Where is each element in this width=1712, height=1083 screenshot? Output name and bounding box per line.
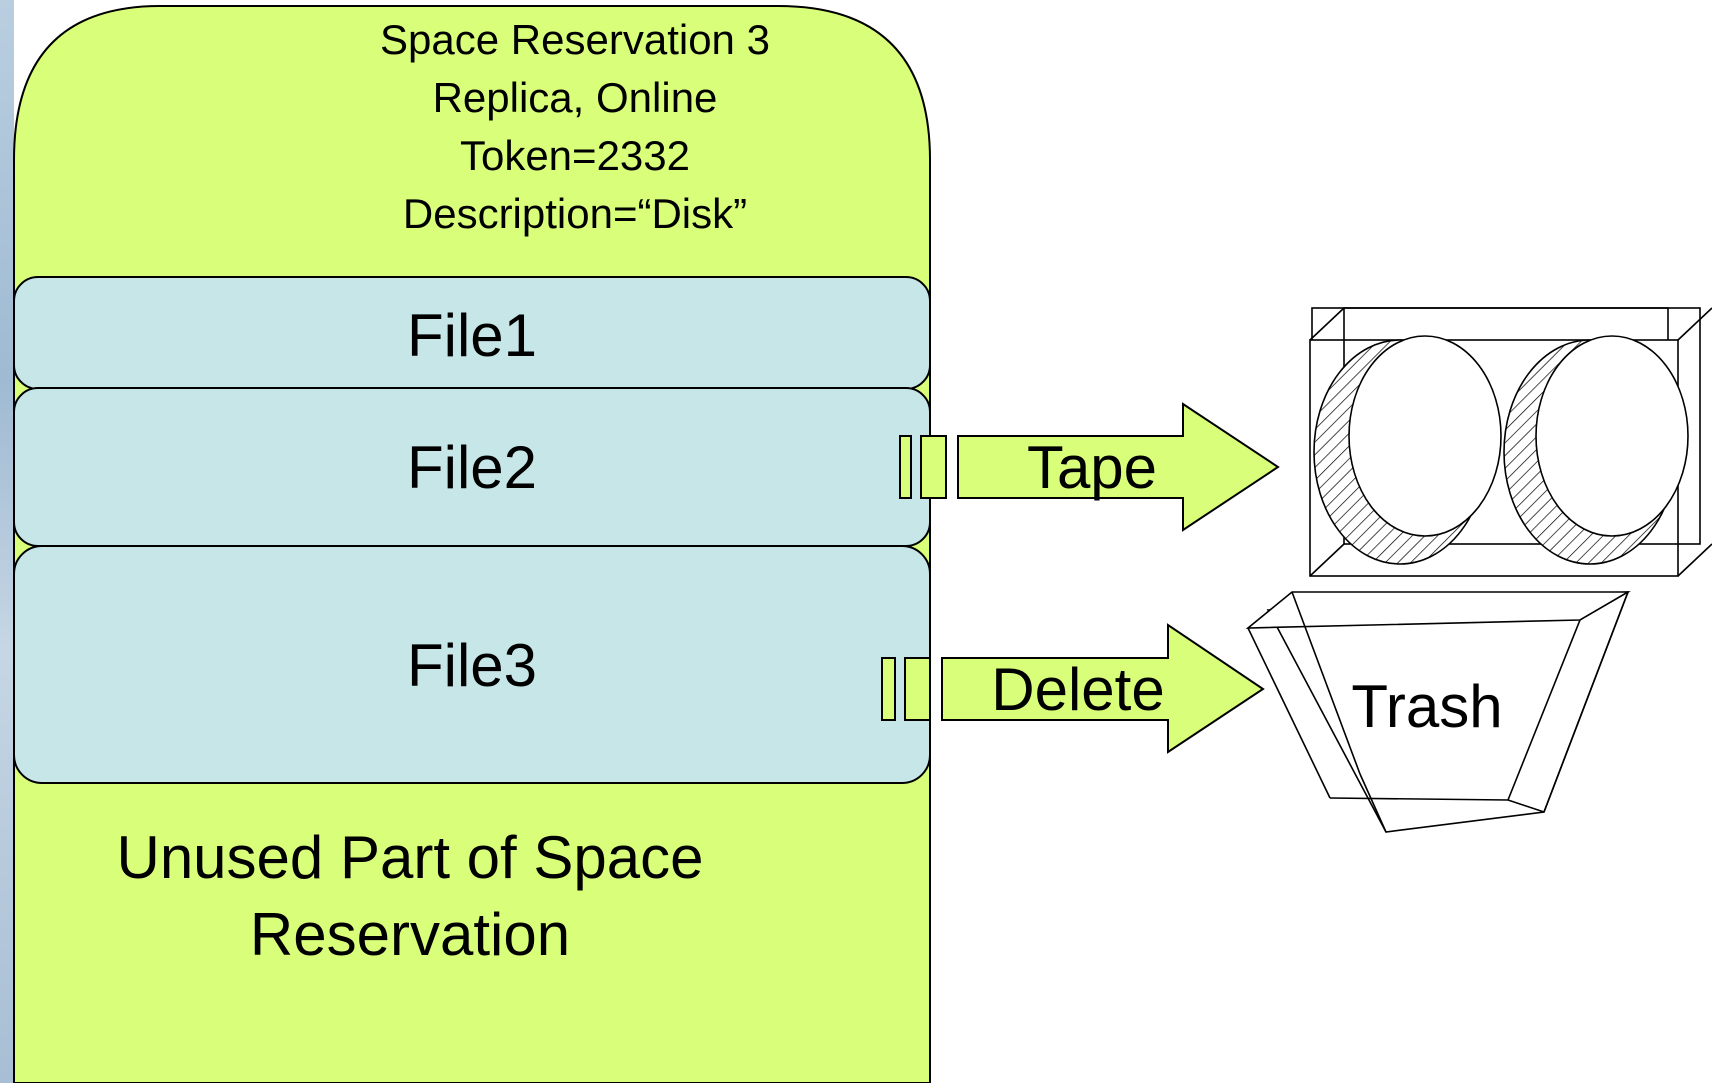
- unused-label-line-1: Unused Part of Space: [116, 824, 703, 891]
- tape-arrow: [899, 402, 1280, 532]
- trash-label: Trash: [1351, 673, 1502, 740]
- trash-bin-icon: [1245, 591, 1631, 833]
- file-label-1: File1: [407, 302, 537, 369]
- background-strip: [0, 0, 14, 1083]
- tape-drive-icon: [1309, 307, 1712, 577]
- unused-label-line-2: Reservation: [250, 901, 570, 968]
- file-label-2: File2: [407, 434, 537, 501]
- reservation-header-line-1: Space Reservation 3: [380, 16, 770, 63]
- file-label-3: File3: [407, 632, 537, 699]
- delete-arrow: [881, 623, 1265, 754]
- reservation-header-line-2: Replica, Online: [433, 74, 718, 121]
- reservation-header-line-3: Token=2332: [460, 132, 690, 179]
- reservation-header-line-4: Description=“Disk”: [403, 190, 747, 237]
- tape-arrow-label: Tape: [1027, 434, 1157, 501]
- delete-arrow-label: Delete: [991, 656, 1164, 723]
